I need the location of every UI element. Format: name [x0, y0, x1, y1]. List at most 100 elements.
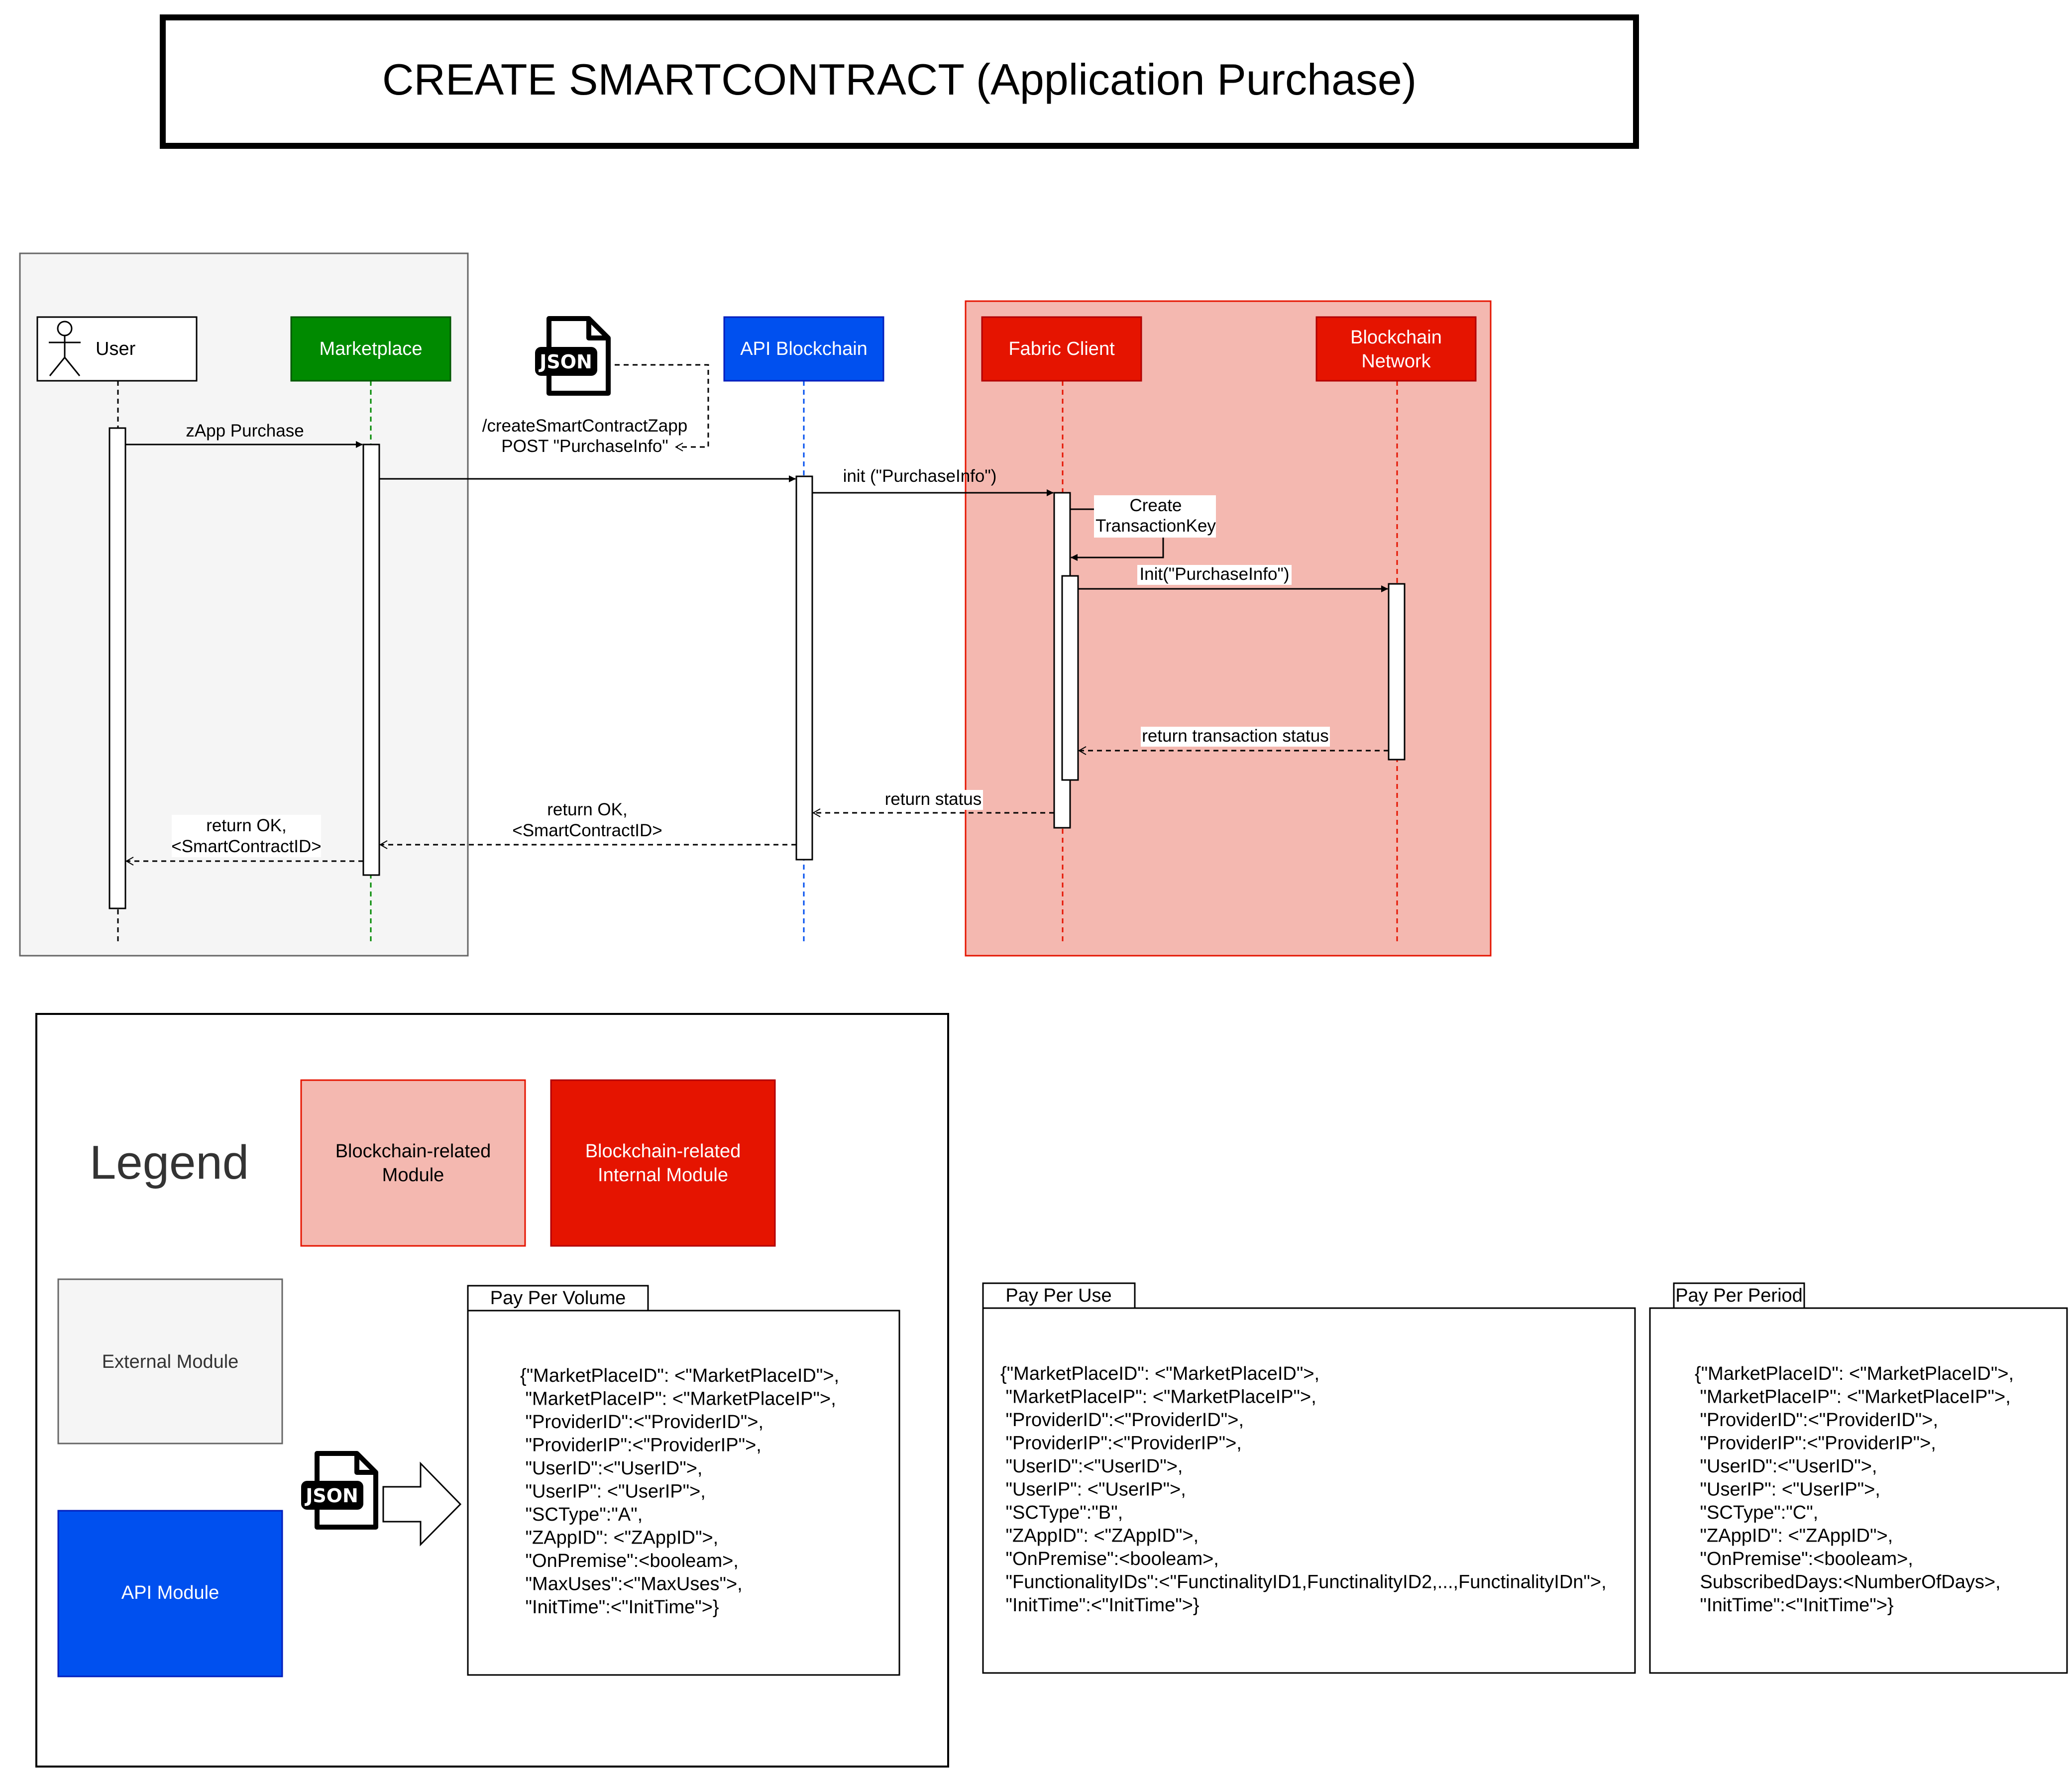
- message-init-network: Init("PurchaseInfo"): [1078, 564, 1388, 592]
- payload-line: "MarketPlaceIP": <"MarketPlaceIP">,: [1000, 1387, 1316, 1408]
- message-return-ok-api: return OK, <SmartContractID>: [380, 800, 796, 845]
- endpoint-label: /createSmartContractZapp POST "PurchaseI…: [482, 416, 687, 456]
- api-activation: [795, 475, 813, 861]
- actor-user: User: [36, 316, 198, 382]
- stick-figure-icon: [49, 321, 81, 376]
- payload-tab-pay-per-use: Pay Per Use: [1005, 1285, 1111, 1306]
- payload-line: {"MarketPlaceID": <"MarketPlaceID">,: [1695, 1363, 2014, 1384]
- network-activation: [1388, 583, 1406, 761]
- payload-line: "ZAppID": <"ZAppID">,: [1695, 1526, 1893, 1547]
- actor-blockchain-network: Blockchain Network: [1315, 316, 1477, 382]
- payload-line: "SCType":"A",: [520, 1504, 643, 1525]
- endpoint-path: /createSmartContractZapp: [482, 416, 687, 436]
- payload-line: "SCType":"C",: [1695, 1502, 1818, 1523]
- message-return-ok-api-label-2: <SmartContractID>: [512, 821, 662, 840]
- marketplace-activation: [362, 444, 380, 876]
- legend-blockchain-internal-label-2: Internal Module: [598, 1165, 728, 1186]
- payload-line: "MaxUses":<"MaxUses">,: [520, 1574, 743, 1595]
- payload-line: "UserIP": <"UserIP">,: [520, 1481, 706, 1502]
- payload-line: SubscribedDays:<NumberOfDays>,: [1695, 1572, 2001, 1593]
- message-return-status-label: return status: [885, 789, 982, 809]
- actor-blockchain-network-label-1: Blockchain: [1350, 327, 1442, 348]
- payload-line: "ProviderID":<"ProviderID">,: [1695, 1410, 1938, 1431]
- legend-blockchain-internal-label-1: Blockchain-related: [585, 1141, 741, 1162]
- payload-line: "InitTime":<"InitTime">}: [520, 1597, 719, 1618]
- user-activation: [109, 427, 126, 909]
- actor-fabric-client: Fabric Client: [981, 316, 1142, 382]
- payload-line: "UserIP": <"UserIP">,: [1000, 1479, 1186, 1500]
- message-return-ok-user-label-1: return OK,: [206, 816, 286, 835]
- payload-lines-pay-per-use: {"MarketPlaceID": <"MarketPlaceID">, "Ma…: [1000, 1363, 1607, 1616]
- legend-external-label: External Module: [102, 1351, 239, 1372]
- legend-blockchain-related: Blockchain-related Module: [300, 1079, 526, 1247]
- payload-line: "ProviderIP":<"ProviderIP">,: [1695, 1433, 1936, 1454]
- message-return-ok-api-label-1: return OK,: [547, 800, 627, 819]
- payload-line: "ZAppID": <"ZAppID">,: [1000, 1526, 1199, 1547]
- payload-line: "MarketPlaceIP": <"MarketPlaceIP">,: [1695, 1387, 2011, 1408]
- page-title: CREATE SMARTCONTRACT (Application Purcha…: [382, 55, 1417, 104]
- payload-line: "UserIP": <"UserIP">,: [1695, 1479, 1880, 1500]
- payload-lines-pay-per-volume: {"MarketPlaceID": <"MarketPlaceID">, "Ma…: [520, 1365, 839, 1618]
- actor-fabric-client-label: Fabric Client: [1008, 338, 1115, 359]
- message-return-tx-status: return transaction status: [1079, 726, 1389, 751]
- payload-line: "MarketPlaceIP": <"MarketPlaceIP">,: [520, 1389, 836, 1410]
- message-zapp-purchase: zApp Purchase: [125, 421, 363, 448]
- payload-line: "UserID":<"UserID">,: [1000, 1456, 1183, 1477]
- json-icon-label: JSON: [538, 351, 592, 373]
- legend-blockchain-related-label-1: Blockchain-related: [335, 1141, 491, 1162]
- json-file-icon: JSON: [535, 316, 611, 396]
- message-return-ok-user-label-2: <SmartContractID>: [171, 837, 322, 856]
- legend-blockchain-related-label-2: Module: [382, 1165, 444, 1186]
- payload-line: "OnPremise":<booleam>,: [1695, 1549, 1913, 1569]
- message-create-key-label-2: TransactionKey: [1095, 516, 1216, 536]
- payload-line: "FunctionalityIDs":<"FunctinalityID1,Fun…: [1000, 1572, 1607, 1593]
- endpoint-method: POST "PurchaseInfo": [501, 437, 668, 456]
- payload-line: "ProviderID":<"ProviderID">,: [520, 1412, 763, 1433]
- payload-line: "UserID":<"UserID">,: [1695, 1456, 1877, 1477]
- payload-line: {"MarketPlaceID": <"MarketPlaceID">,: [1000, 1363, 1319, 1384]
- message-create-key: Create TransactionKey: [1070, 495, 1216, 561]
- right-arrow-icon: [382, 1461, 462, 1547]
- payload-line: "ProviderIP":<"ProviderIP">,: [1000, 1433, 1242, 1454]
- message-return-tx-status-label: return transaction status: [1142, 726, 1328, 746]
- fabric-inner-activation: [1061, 575, 1079, 781]
- message-init-network-label: Init("PurchaseInfo"): [1139, 564, 1289, 584]
- payload-tab-pay-per-period: Pay Per Period: [1675, 1285, 1803, 1306]
- payload-line: {"MarketPlaceID": <"MarketPlaceID">,: [520, 1365, 839, 1386]
- actor-api-blockchain: API Blockchain: [723, 316, 884, 382]
- title-box: CREATE SMARTCONTRACT (Application Purcha…: [160, 14, 1639, 149]
- actor-marketplace-label: Marketplace: [320, 338, 423, 359]
- message-init-purchase-label: init ("PurchaseInfo"): [843, 466, 997, 486]
- message-init-purchase: init ("PurchaseInfo"): [812, 466, 1054, 496]
- message-create-key-label-1: Create: [1129, 496, 1182, 515]
- message-return-ok-user: return OK, <SmartContractID>: [126, 815, 363, 861]
- payload-tab-pay-per-volume: Pay Per Volume: [490, 1288, 626, 1309]
- payload-line: "ProviderIP":<"ProviderIP">,: [520, 1435, 762, 1456]
- message-return-status: return status: [813, 789, 1054, 813]
- payload-pay-per-period: Pay Per Period {"MarketPlaceID": <"Marke…: [1649, 1282, 2068, 1674]
- legend-title: Legend: [90, 1136, 249, 1189]
- legend-blockchain-internal: Blockchain-related Internal Module: [550, 1079, 776, 1247]
- payload-line: "InitTime":<"InitTime">}: [1000, 1595, 1200, 1616]
- payload-line: "InitTime":<"InitTime">}: [1695, 1595, 1894, 1616]
- payload-pay-per-use: Pay Per Use {"MarketPlaceID": <"MarketPl…: [982, 1282, 1636, 1674]
- message-zapp-purchase-label: zApp Purchase: [186, 421, 304, 441]
- legend-api: API Module: [57, 1510, 283, 1677]
- legend-json-file-icon: JSON: [301, 1451, 378, 1530]
- payload-lines-pay-per-period: {"MarketPlaceID": <"MarketPlaceID">, "Ma…: [1695, 1363, 2014, 1616]
- legend-external: External Module: [57, 1278, 283, 1444]
- payload-line: "OnPremise":<booleam>,: [1000, 1549, 1219, 1569]
- payload-line: "SCType":"B",: [1000, 1502, 1123, 1523]
- payload-line: "ZAppID": <"ZAppID">,: [520, 1528, 718, 1549]
- blockchain-group: [965, 300, 1492, 957]
- actor-blockchain-network-label-2: Network: [1361, 351, 1431, 372]
- payload-line: "OnPremise":<booleam>,: [520, 1551, 739, 1571]
- payload-line: "UserID":<"UserID">,: [520, 1458, 702, 1479]
- actor-user-label: User: [96, 338, 136, 359]
- payload-line: "ProviderID":<"ProviderID">,: [1000, 1410, 1244, 1431]
- legend-api-label: API Module: [121, 1582, 219, 1603]
- json-connector: [615, 364, 709, 447]
- actor-api-blockchain-label: API Blockchain: [740, 338, 868, 359]
- legend-json-icon-label: JSON: [304, 1485, 358, 1507]
